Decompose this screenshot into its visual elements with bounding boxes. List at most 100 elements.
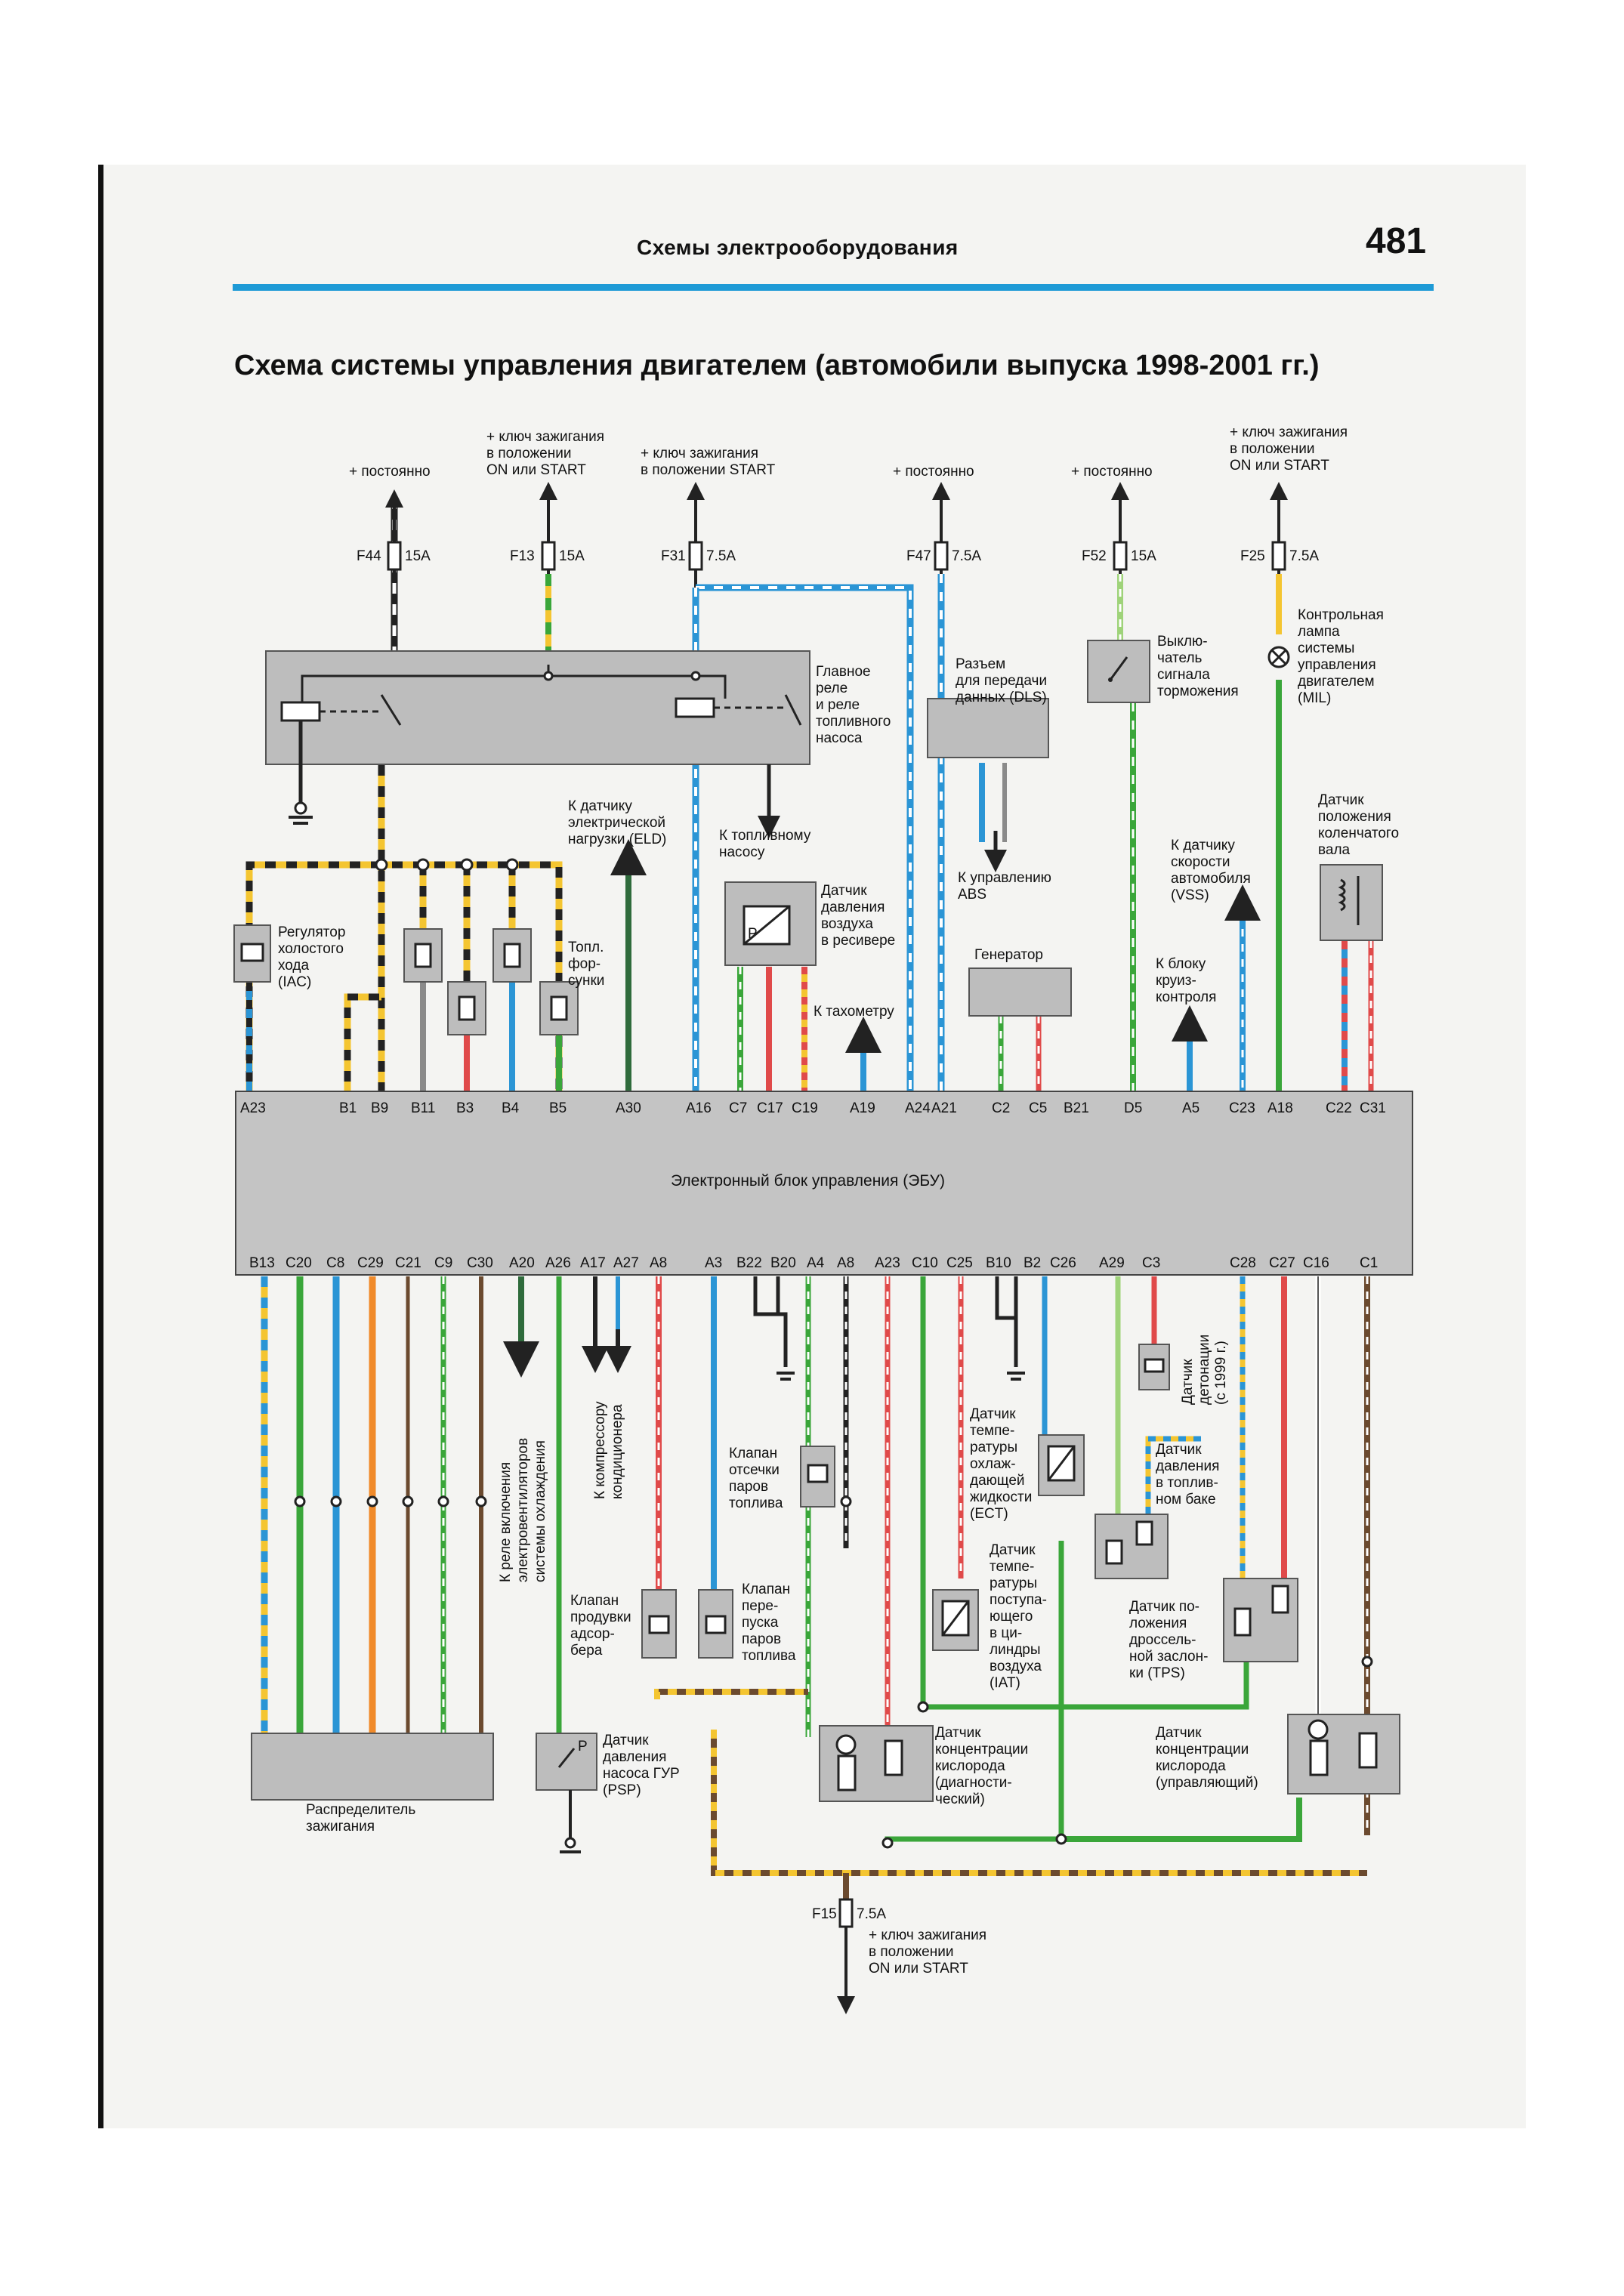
pin-A29: A29 [1099, 1255, 1125, 1271]
svg-text:для передачи: для передачи [956, 673, 1047, 689]
pin-A17: A17 [580, 1255, 606, 1271]
svg-text:Датчик: Датчик [970, 1406, 1016, 1422]
svg-text:лампа: лампа [1298, 624, 1340, 640]
svg-text:дающей: дающей [970, 1473, 1025, 1489]
svg-text:двигателем: двигателем [1298, 674, 1375, 690]
pin-C31: C31 [1360, 1100, 1386, 1116]
pin-A24: A24 [905, 1100, 931, 1116]
svg-text:системы охлаждения: системы охлаждения [533, 1440, 548, 1582]
pin-C19: C19 [792, 1100, 818, 1116]
svg-text:линдры: линдры [990, 1642, 1041, 1658]
svg-text:Датчик по-: Датчик по- [1129, 1599, 1199, 1615]
brake-switch: Выклю- чатель сигнала торможения [1087, 634, 1239, 703]
vss-arrow: К датчику скорости автомобиля (VSS) [1171, 838, 1261, 925]
o2-sensor-diagnostic: Датчик концентрации кислорода (диагности… [819, 1725, 1028, 1807]
svg-text:в положении: в положении [1230, 441, 1314, 457]
svg-text:P: P [578, 1739, 588, 1754]
power-label-6: + ключ зажигания в положении ON или STAR… [1230, 424, 1348, 474]
ecu: Электронный блок управления (ЭБУ) A23 B1… [235, 1091, 1413, 1276]
pin-A18: A18 [1267, 1100, 1293, 1116]
svg-text:сунки: сунки [568, 973, 604, 989]
svg-text:+ ключ зажигания: + ключ зажигания [869, 1927, 986, 1943]
svg-text:чатель: чатель [1157, 650, 1203, 666]
section-header: Схемы электрооборудования [637, 236, 959, 259]
svg-text:ки (TPS): ки (TPS) [1129, 1665, 1185, 1681]
svg-text:Датчик: Датчик [1318, 792, 1364, 808]
iat-sensor: Датчик темпе- ратуры поступа- ющего в ци… [932, 1542, 1047, 1691]
fuse-f25: F25 7.5A [1240, 541, 1319, 571]
pin-A27: A27 [613, 1255, 639, 1271]
svg-text:К блоку: К блоку [1156, 956, 1206, 972]
pin-C23: C23 [1229, 1100, 1255, 1116]
fuse-f15-name: F15 [812, 1906, 837, 1922]
ecu-pins-top: A23 B1 B9 B11 B3 B4 B5 A30 A16 C7 C17 C1… [240, 1100, 1386, 1116]
psp-sensor: P Датчик давления насоса ГУР (PSP) [536, 1733, 680, 1853]
tacho-arrow: К тахометру [814, 1004, 894, 1057]
fuse-f52-rating: 15A [1131, 548, 1156, 564]
fuse-f44: F44 15A [357, 541, 431, 571]
pin-A19: A19 [850, 1100, 875, 1116]
svg-text:Разъем: Разъем [956, 656, 1005, 672]
svg-text:охлаж-: охлаж- [970, 1456, 1016, 1472]
svg-text:торможения: торможения [1157, 684, 1239, 699]
power-label-1: + постоянно [349, 464, 431, 480]
fuse-f13: F13 15A [510, 541, 585, 571]
svg-text:К датчику: К датчику [568, 798, 632, 814]
ground-symbols [776, 1372, 1025, 1381]
svg-text:(диагности-: (диагности- [935, 1775, 1012, 1791]
svg-text:(PSP): (PSP) [603, 1782, 641, 1798]
svg-text:в положении: в положении [869, 1944, 953, 1960]
svg-text:ческий): ческий) [935, 1791, 985, 1807]
pin-C27: C27 [1269, 1255, 1295, 1271]
pin-B21: B21 [1064, 1100, 1089, 1116]
svg-text:пуска: пуска [742, 1615, 779, 1631]
svg-text:концентрации: концентрации [935, 1742, 1028, 1757]
injectors: Топл. фор- сунки [403, 928, 604, 1035]
pin-A20: A20 [509, 1255, 535, 1271]
svg-text:в ци-: в ци- [990, 1625, 1022, 1641]
svg-text:и реле: и реле [816, 697, 860, 713]
header-rule [233, 284, 1434, 291]
svg-text:давления: давления [603, 1749, 666, 1765]
svg-text:ном баке: ном баке [1156, 1492, 1216, 1508]
svg-text:К тахометру: К тахометру [814, 1004, 894, 1020]
pin-C26: C26 [1050, 1255, 1076, 1271]
svg-text:системы: системы [1298, 640, 1354, 656]
svg-text:ON или START: ON или START [1230, 458, 1329, 474]
svg-text:(управляющий): (управляющий) [1156, 1775, 1258, 1791]
pin-B9: B9 [371, 1100, 388, 1116]
knock-sensor: Датчик детонации (с 1999 г.) [1138, 1335, 1229, 1405]
fuse-f25-name: F25 [1240, 548, 1265, 564]
svg-text:ратуры: ратуры [970, 1440, 1017, 1455]
svg-text:+ постоянно: + постоянно [893, 464, 974, 480]
pin-A4: A4 [807, 1255, 825, 1271]
pin-C5: C5 [1029, 1100, 1047, 1116]
svg-text:ющего: ющего [990, 1609, 1033, 1625]
svg-text:Топл.: Топл. [568, 940, 604, 955]
svg-text:паров: паров [742, 1631, 781, 1647]
eld-arrow: К датчику электрической нагрузки (ELD) [568, 798, 666, 880]
svg-text:хода: хода [278, 958, 310, 974]
ac-arrow: К компрессору кондиционера [582, 1329, 631, 1499]
svg-text:автомобиля: автомобиля [1171, 871, 1251, 887]
pin-A30: A30 [616, 1100, 641, 1116]
pin-D5: D5 [1124, 1100, 1142, 1116]
svg-text:(VSS): (VSS) [1171, 887, 1209, 903]
svg-text:контроля: контроля [1156, 989, 1216, 1005]
ecu-pins-bottom: B13 C20 C8 C29 C21 C9 C30 A20 A26 A17 A2… [249, 1255, 1378, 1271]
pin-B20: B20 [770, 1255, 796, 1271]
tank-pressure-sensor: Датчик давления в топлив- ном баке [1095, 1442, 1219, 1579]
svg-text:ложения: ложения [1129, 1616, 1187, 1631]
svg-text:фор-: фор- [568, 956, 601, 972]
pin-B11: B11 [411, 1100, 435, 1116]
fuse-f47-name: F47 [906, 548, 931, 564]
pin-A3: A3 [705, 1255, 722, 1271]
svg-text:Выклю-: Выклю- [1157, 634, 1208, 650]
map-sensor: P Датчик давления воздуха в ресивере [724, 881, 895, 966]
pin-C29: C29 [357, 1255, 384, 1271]
fuse-f13-rating: 15A [559, 548, 585, 564]
pin-C28: C28 [1230, 1255, 1256, 1271]
svg-text:отсечки: отсечки [729, 1462, 780, 1478]
svg-text:адсор-: адсор- [570, 1626, 615, 1642]
fuse-f15: F15 7.5A [812, 1898, 886, 2014]
